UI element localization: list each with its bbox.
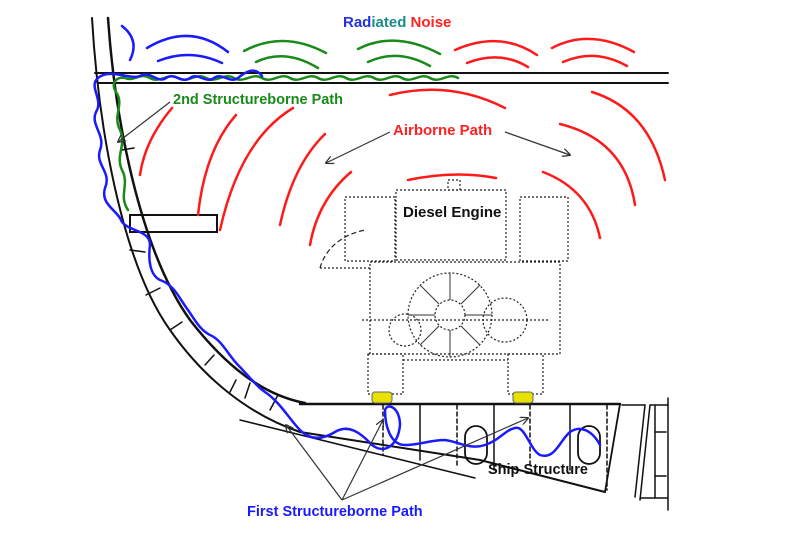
- engine-base-left: [367, 353, 404, 395]
- engine-mounts: [371, 391, 534, 404]
- pointer-arrows: [118, 101, 570, 501]
- hull-stiffeners: [121, 147, 279, 411]
- first-structureborne-wave: [93, 69, 602, 458]
- first-path-pointer-3: [341, 418, 528, 501]
- airborne-arc: [138, 106, 174, 177]
- airborne-arc: [278, 132, 327, 227]
- flywheel-spokes: [408, 273, 492, 357]
- hull-outer-line: [91, 17, 606, 493]
- radiated-arc: [550, 37, 636, 54]
- airborne-arc: [308, 170, 353, 247]
- pulley-left: [388, 313, 422, 347]
- title-part-noise: Noise: [410, 14, 452, 31]
- engine-top-block: [395, 189, 507, 261]
- pulley-right: [482, 297, 528, 343]
- airborne-arc: [558, 122, 637, 207]
- airborne-arc: [218, 106, 295, 232]
- radiated-arc: [453, 39, 539, 57]
- engine-right-block: [519, 196, 569, 262]
- airborne-arc: [590, 90, 667, 182]
- airborne-arc: [406, 173, 498, 182]
- airborne-arc: [541, 170, 602, 240]
- bottom-plate: [239, 419, 476, 479]
- radiated-arc: [465, 56, 530, 69]
- airborne-path-label: Airborne Path: [393, 122, 493, 139]
- airborne-pointer-right: [504, 131, 570, 155]
- first-path-pointer-2: [341, 420, 383, 501]
- radiated-noise-title: Radiated Noise: [343, 15, 451, 30]
- radiated-arc: [561, 54, 629, 68]
- mount-right: [512, 391, 534, 404]
- second-structureborne-wave: [112, 74, 460, 212]
- flywheel-inner: [434, 299, 466, 331]
- first-path-pointer-1: [286, 425, 343, 501]
- airborne-arcs: [138, 37, 667, 247]
- engine-left-block: [344, 196, 396, 262]
- frames: [382, 404, 608, 491]
- first-structureborne-label: First Structureborne Path: [247, 504, 423, 520]
- radiated-green-arcs: [242, 39, 442, 70]
- airborne-pointer-left: [326, 131, 391, 163]
- hull-inner-line: [106, 16, 307, 405]
- second-path-pointer: [118, 101, 171, 142]
- mount-left: [371, 391, 393, 404]
- ship-hull: [91, 16, 669, 511]
- title-part-iated: iated: [371, 14, 407, 31]
- engine-body: [369, 261, 561, 355]
- airborne-arc: [388, 88, 507, 110]
- bulkhead-right: [621, 397, 669, 511]
- engine-base-right: [507, 353, 544, 395]
- side-shelf: [129, 214, 218, 233]
- diesel-engine-label: Diesel Engine: [403, 204, 502, 221]
- radiated-blue-arcs: [120, 24, 230, 65]
- title-part-rad: Rad: [343, 14, 372, 31]
- ship-structure-label: Ship Structure: [488, 462, 588, 478]
- airborne-arc: [196, 113, 238, 217]
- second-structureborne-label: 2nd Structureborne Path: [173, 92, 343, 108]
